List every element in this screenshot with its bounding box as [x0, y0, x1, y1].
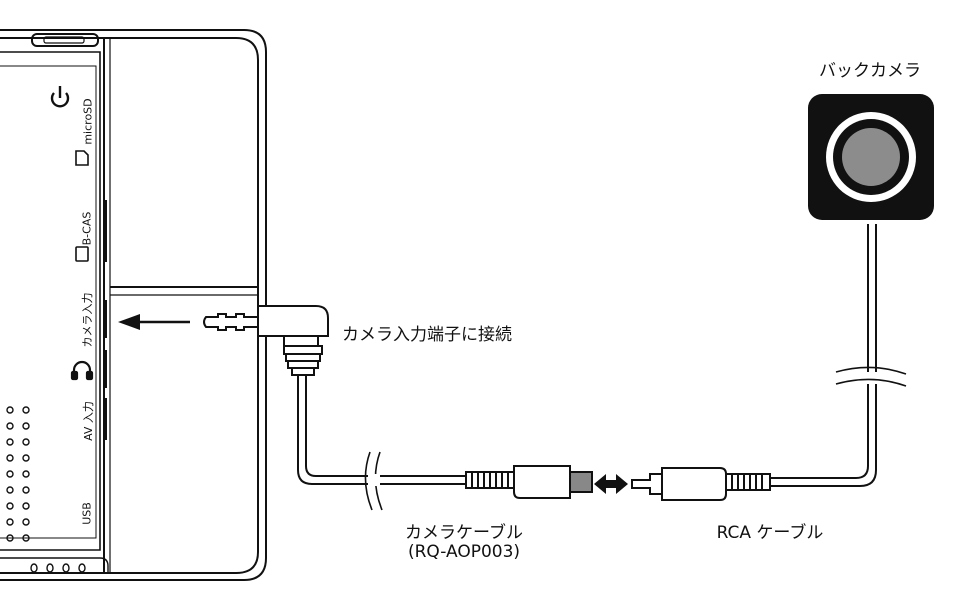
navigation-device: [0, 29, 267, 581]
label-rca-cable: RCA ケーブル: [716, 523, 824, 543]
label-camera-input: カメラ入力: [81, 292, 94, 348]
label-microsd: microSD: [81, 98, 95, 145]
headphone-icon: [70, 360, 94, 381]
bottom-holes: [30, 563, 86, 573]
rca-cable: [770, 224, 877, 487]
camera-cable-connector: [465, 465, 593, 499]
rca-cable-gap: [860, 372, 884, 384]
label-camera-cable-model: (RQ-AOP003): [407, 542, 521, 562]
power-icon: [50, 86, 70, 108]
insert-arrow: [118, 314, 190, 330]
cable-gap: [370, 474, 380, 486]
label-connect-note: カメラ入力端子に接続: [342, 325, 512, 345]
label-bcas: B-CAS: [80, 211, 94, 246]
label-back-camera: バックカメラ: [819, 61, 921, 81]
speaker-grille: [6, 406, 30, 542]
label-camera-cable: カメラケーブル: [405, 523, 523, 543]
label-usb: USB: [80, 502, 94, 525]
rca-plug: [631, 467, 771, 501]
rca-break-mark: [835, 366, 907, 387]
back-camera: [808, 94, 934, 220]
card-icon: [75, 246, 89, 262]
connect-arrow: [594, 474, 628, 494]
camera-cable: [297, 375, 466, 485]
camera-cable-plug: [203, 305, 329, 376]
label-av-input: AV 入力: [82, 401, 95, 441]
sdcard-icon: [75, 150, 89, 166]
